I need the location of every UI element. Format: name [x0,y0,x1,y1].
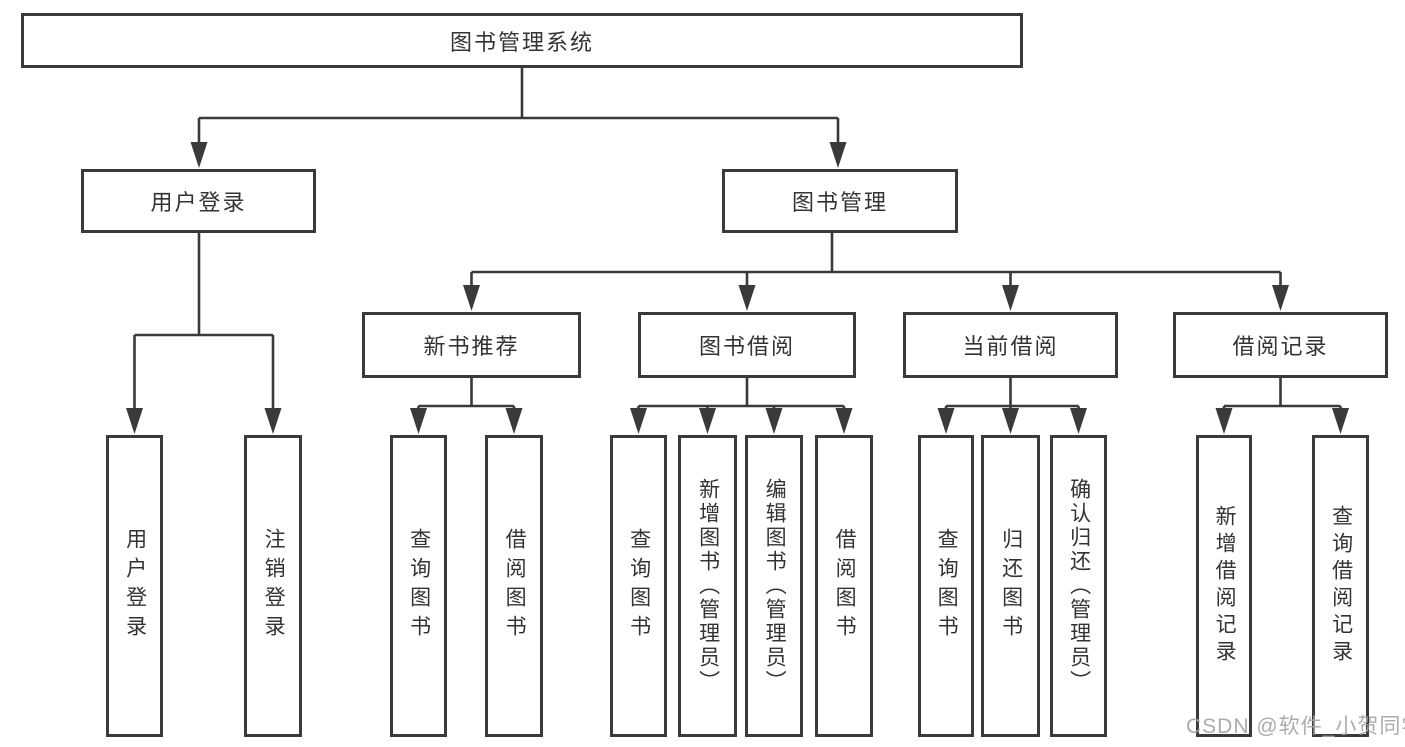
leaf-recommend-borrow-books-label: 借阅图书 [503,528,527,644]
node-book-borrow: 图书借阅 [638,312,856,378]
arrowhead-borrow-edit [765,408,783,434]
arrowhead-new-book-recommend [463,285,480,311]
leaf-current-query-books-label: 查询图书 [935,528,959,644]
leaf-records-query-record: 查询借阅记录 [1312,435,1369,737]
arrowhead-borrow-query [630,408,647,434]
leaf-borrow-borrow-books-label: 借阅图书 [833,528,857,644]
leaf-borrow-query-books: 查询图书 [610,435,667,737]
leaf-recommend-query-books-label: 查询图书 [407,528,431,644]
arrowhead-current-borrow [1002,285,1019,311]
arrowhead-book-management [829,142,847,168]
connector-root-to-level2 [197,66,840,149]
leaf-records-add-record-label: 新增借阅记录 [1213,505,1237,667]
leaf-borrow-edit-books: 编辑图书（管理员） [745,435,803,737]
node-book-management-label: 图书管理 [791,190,888,215]
leaf-recommend-query-books: 查询图书 [390,435,447,737]
leaf-recommend-borrow-books: 借阅图书 [485,435,543,737]
node-book-management: 图书管理 [722,169,958,233]
connector-user-login-to-leaves [133,231,275,415]
node-user-login-label: 用户登录 [150,190,247,215]
node-user-login: 用户登录 [81,169,316,233]
leaf-borrow-add-books-label: 新增图书（管理员） [696,478,720,694]
arrowhead-records-query [1332,408,1349,434]
leaf-user-login-label: 用户登录 [123,528,147,644]
node-root-label: 图书管理系统 [449,29,594,55]
node-book-borrow-label: 图书借阅 [698,334,795,359]
arrowhead-borrow-borrow [835,408,853,434]
leaf-current-return-books: 归还图书 [981,435,1040,737]
leaf-current-confirm-return: 确认归还（管理员） [1050,435,1107,737]
connector-current-to-leaves [944,376,1080,415]
arrowhead-current-confirm [1070,408,1087,434]
node-root: 图书管理系统 [21,13,1023,68]
arrowhead-book-borrow [738,285,756,311]
node-new-book-recommend: 新书推荐 [362,312,581,378]
node-current-borrow: 当前借阅 [903,312,1118,378]
arrowhead-user-login [190,142,208,168]
connector-borrow-to-leaves [637,376,846,415]
arrowhead-records-add [1215,408,1233,434]
arrowhead-leaf-user-login [126,408,143,434]
csdn-watermark: CSDN @软件_小贺同学 [1186,715,1405,738]
node-new-book-recommend-label: 新书推荐 [423,334,520,359]
connector-records-to-leaves [1222,376,1342,415]
arrowhead-borrow-add [699,408,716,434]
arrowhead-borrow-records [1272,285,1289,311]
leaf-records-add-record: 新增借阅记录 [1196,435,1252,737]
leaf-current-return-books-label: 归还图书 [999,528,1023,644]
leaf-borrow-edit-books-label: 编辑图书（管理员） [763,478,787,694]
node-borrow-records-label: 借阅记录 [1232,334,1329,359]
arrowhead-recommend-query [410,408,427,434]
leaf-borrow-query-books-label: 查询图书 [627,528,651,644]
leaf-records-query-record-label: 查询借阅记录 [1329,505,1353,667]
arrowhead-current-query [937,408,955,434]
leaf-current-confirm-return-label: 确认归还（管理员） [1067,478,1091,694]
arrowhead-current-return [1002,408,1019,434]
arrowhead-recommend-borrow [505,408,523,434]
connector-book-management-to-level3 [470,231,1282,292]
arrowhead-leaf-logout [264,408,282,434]
leaf-user-login: 用户登录 [106,435,163,737]
leaf-borrow-borrow-books: 借阅图书 [815,435,873,737]
leaf-borrow-add-books: 新增图书（管理员） [678,435,737,737]
node-borrow-records: 借阅记录 [1173,312,1388,378]
connector-recommend-to-leaves [417,376,516,415]
leaf-logout: 注销登录 [244,435,302,737]
node-current-borrow-label: 当前借阅 [962,334,1059,359]
leaf-logout-label: 注销登录 [262,528,286,644]
leaf-current-query-books: 查询图书 [918,435,974,737]
